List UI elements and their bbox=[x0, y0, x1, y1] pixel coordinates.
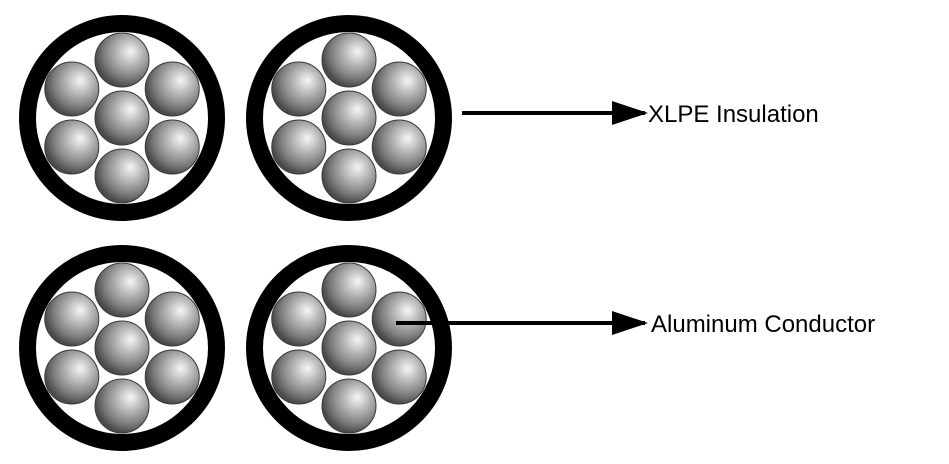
conductor-strand bbox=[94, 148, 150, 204]
insulation-arrow-head bbox=[612, 101, 648, 125]
conductor-strand bbox=[371, 291, 427, 347]
conductor-strand bbox=[321, 262, 377, 318]
conductor-label: Aluminum Conductor bbox=[651, 311, 875, 338]
conductor-strand bbox=[94, 90, 150, 146]
conductor-strand bbox=[321, 378, 377, 434]
conductor-strand bbox=[94, 262, 150, 318]
conductor-strand bbox=[144, 349, 200, 405]
conductor-strand bbox=[94, 32, 150, 88]
conductor-strand bbox=[371, 119, 427, 175]
conductor-strand bbox=[371, 349, 427, 405]
conductor-strand bbox=[321, 148, 377, 204]
conductor-strand bbox=[94, 320, 150, 376]
conductor-strand bbox=[271, 119, 327, 175]
conductor-strand bbox=[94, 378, 150, 434]
conductor-strand bbox=[44, 349, 100, 405]
cable-core-bottom-right bbox=[246, 245, 452, 451]
conductor-strand bbox=[144, 119, 200, 175]
conductor-strand bbox=[321, 32, 377, 88]
conductor-callout: Aluminum Conductor bbox=[396, 311, 875, 338]
conductor-strand bbox=[321, 90, 377, 146]
cable-core-bottom-left bbox=[19, 245, 225, 451]
conductor-strand bbox=[44, 61, 100, 117]
conductor-strand bbox=[321, 320, 377, 376]
cable-core-top-right bbox=[246, 15, 452, 221]
cable-core-top-left bbox=[19, 15, 225, 221]
conductor-strand bbox=[271, 349, 327, 405]
conductor-strand bbox=[271, 291, 327, 347]
conductor-arrow-head bbox=[612, 311, 648, 335]
insulation-callout: XLPE Insulation bbox=[462, 101, 819, 128]
conductor-strand bbox=[144, 61, 200, 117]
conductor-strand bbox=[371, 61, 427, 117]
conductor-strand bbox=[144, 291, 200, 347]
insulation-label: XLPE Insulation bbox=[648, 101, 819, 128]
conductor-strand bbox=[44, 291, 100, 347]
conductor-strand bbox=[271, 61, 327, 117]
conductor-strand bbox=[44, 119, 100, 175]
